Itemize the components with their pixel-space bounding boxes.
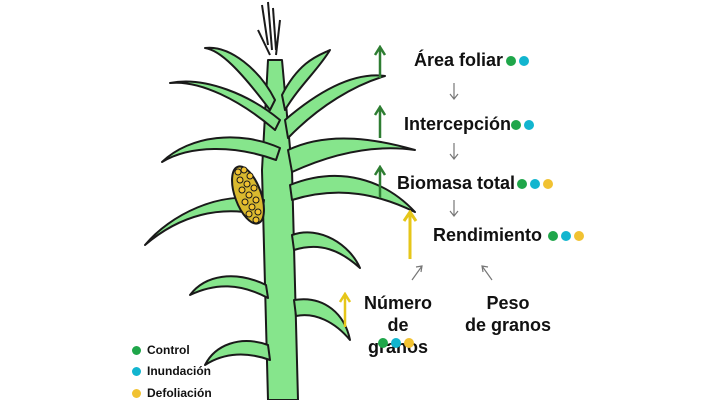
inundacion-dot	[561, 231, 571, 241]
control-dot	[378, 338, 388, 348]
inundacion-dot	[132, 366, 141, 376]
corn-cob	[231, 165, 265, 225]
down-arrow-icon	[449, 143, 459, 160]
treatment-dots	[506, 56, 529, 66]
treatment-dots	[511, 120, 534, 130]
node-rendimiento: Rendimiento	[433, 225, 543, 245]
increase-arrow-icon	[373, 165, 387, 198]
leaf	[281, 49, 331, 111]
control-dot	[506, 56, 516, 66]
node-intercepcion: Intercepción	[404, 114, 512, 134]
legend-defoliacion: Defoliación	[132, 386, 212, 400]
treatment-dots	[378, 338, 414, 348]
legend-label: Defoliación	[147, 386, 212, 400]
leaf	[284, 74, 386, 139]
treatment-dots	[548, 231, 584, 241]
leaf	[293, 298, 351, 341]
control-dot	[548, 231, 558, 241]
defoliacion-dot	[404, 338, 414, 348]
leaf	[204, 340, 271, 366]
defoliacion-dot	[543, 179, 553, 189]
inundacion-dot	[519, 56, 529, 66]
legend-inundacion: Inundación	[132, 364, 211, 378]
leaf	[144, 196, 265, 246]
legend-label: Inundación	[147, 364, 211, 378]
control-dot	[511, 120, 521, 130]
increase-arrow-icon	[338, 292, 352, 327]
increase-arrow-icon	[373, 45, 387, 78]
down-arrow-icon	[449, 83, 459, 100]
defoliacion-dot	[132, 388, 141, 398]
leaf	[289, 174, 416, 213]
inundacion-dot	[524, 120, 534, 130]
treatment-dots	[517, 179, 553, 189]
defoliacion-dot	[574, 231, 584, 241]
legend-control: Control	[132, 343, 190, 357]
leaf	[169, 80, 281, 131]
node-numero-granos: Número de granos	[363, 293, 432, 357]
leaf	[189, 275, 269, 299]
diagonal-arrow-icon	[411, 265, 423, 281]
node-biomasa-total: Biomasa total	[397, 173, 516, 193]
legend-label: Control	[147, 343, 190, 357]
tassel	[257, 1, 281, 56]
diagonal-arrow-icon	[481, 265, 493, 281]
leaf	[291, 231, 361, 269]
node-area-foliar: Área foliar	[414, 50, 504, 70]
leaf	[161, 136, 281, 163]
increase-arrow-icon	[402, 210, 418, 259]
control-dot	[132, 345, 141, 355]
node-peso-granos: Peso de granos	[464, 293, 552, 335]
leaf	[204, 46, 276, 111]
down-arrow-icon	[449, 200, 459, 217]
inundacion-dot	[391, 338, 401, 348]
control-dot	[517, 179, 527, 189]
inundacion-dot	[530, 179, 540, 189]
leaf	[287, 137, 416, 173]
increase-arrow-icon	[373, 105, 387, 138]
